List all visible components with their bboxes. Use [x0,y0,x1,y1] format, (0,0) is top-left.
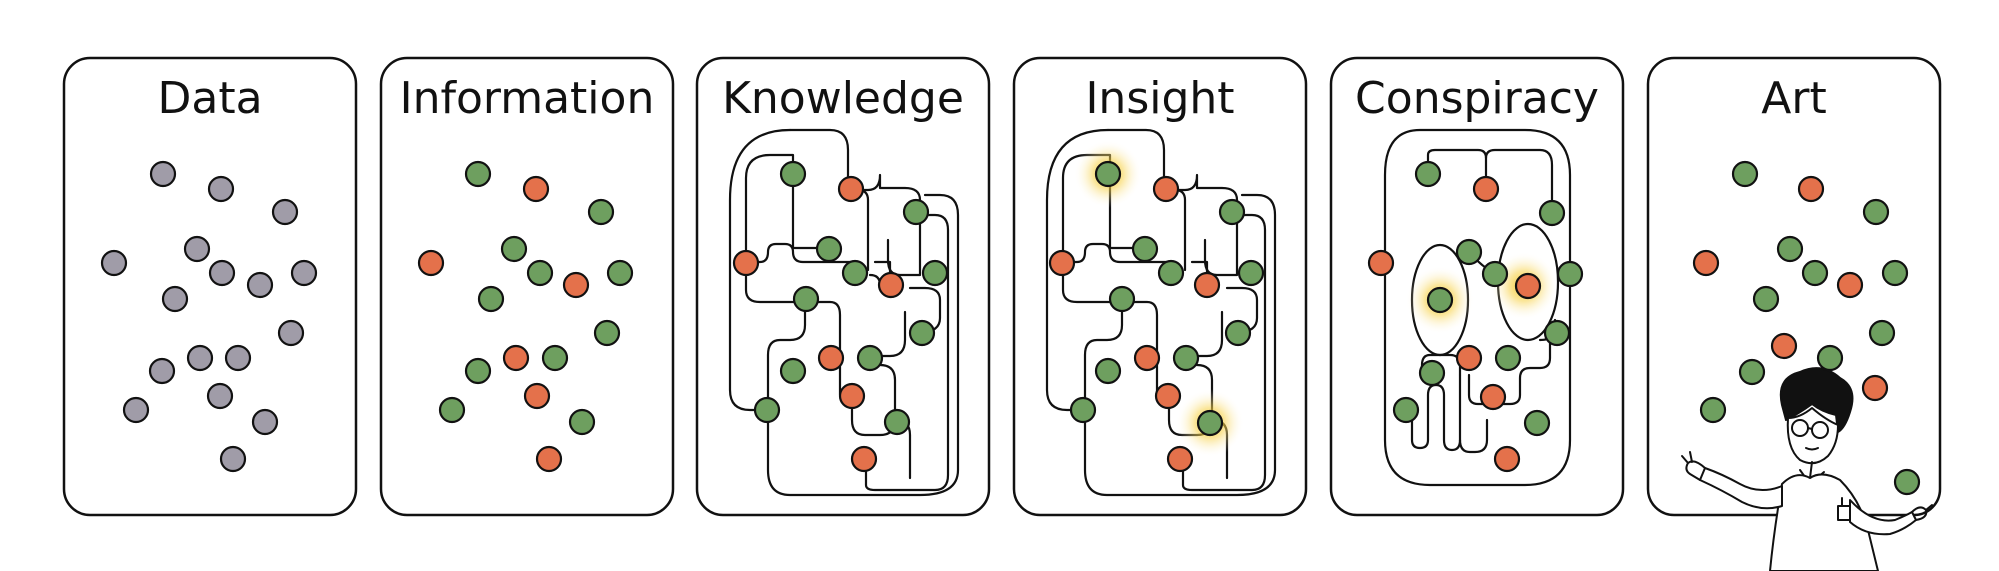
panel-title-knowledge: Knowledge [722,73,964,124]
artist-hair [1779,367,1854,433]
information-nodes [417,160,634,473]
insight-nodes [1048,160,1265,473]
panel-title-data: Data [157,73,262,124]
panel-title-conspiracy: Conspiracy [1355,73,1599,124]
conspiracy-nodes [1367,160,1584,473]
panel-conspiracy: Conspiracy [1329,56,1625,517]
panel-information: Information [379,56,675,517]
panel-knowledge: Knowledge [695,56,991,517]
knowledge-network-lines [728,128,960,497]
panel-title-insight: Insight [1085,73,1234,124]
knowledge-nodes [732,160,949,473]
panel-title-information: Information [400,73,655,124]
panel-data: Data [62,56,358,517]
panel-title-art: Art [1761,73,1826,124]
artist-head [1786,407,1839,465]
artist-figure [1681,367,1933,571]
art-nodes [1692,160,1921,496]
data-nodes [100,160,318,473]
panel-insight: Insight [1012,56,1308,517]
